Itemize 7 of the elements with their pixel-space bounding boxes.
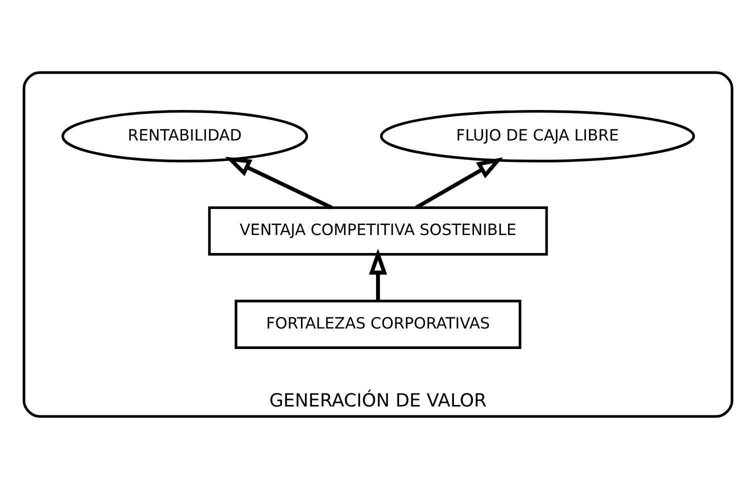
arrow bbox=[415, 156, 504, 209]
arrow bbox=[225, 156, 333, 209]
node-box: FORTALEZAS CORPORATIVAS bbox=[234, 299, 522, 348]
node-ellipse: FLUJO DE CAJA LIBRE bbox=[380, 110, 695, 162]
node-box: VENTAJA COMPETITIVA SOSTENIBLE bbox=[208, 206, 548, 256]
node-ellipse: RENTABILIDAD bbox=[61, 110, 308, 162]
arrow bbox=[368, 248, 388, 300]
